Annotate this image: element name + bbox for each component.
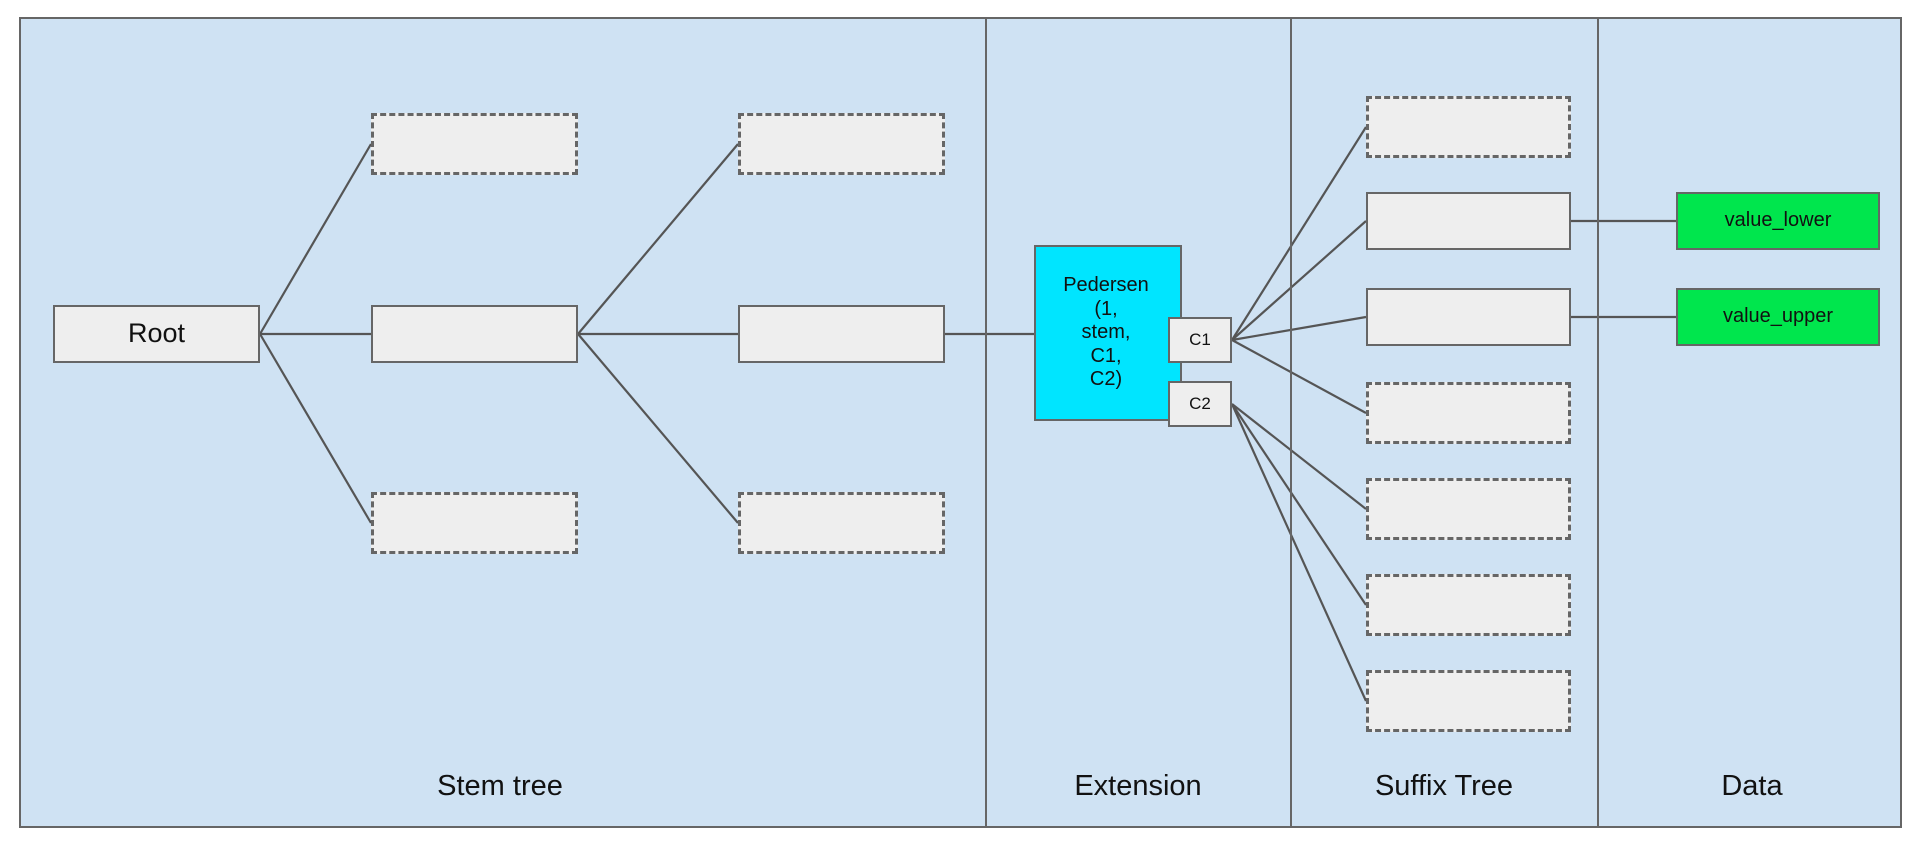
node-root-label: Root [127, 318, 186, 349]
node-data-value-lower-label: value_lower [1724, 209, 1832, 232]
node-stem-l1-middle[interactable] [371, 305, 578, 363]
node-suffix-6[interactable] [1366, 670, 1571, 732]
node-stem-l2-bottom[interactable] [738, 492, 945, 554]
node-stem-l1-top[interactable] [371, 113, 578, 175]
node-data-value-upper-label: value_upper [1722, 305, 1834, 328]
panel-label-suffix: Suffix Tree [1374, 770, 1514, 802]
node-chunk-c2[interactable]: C2 [1168, 381, 1232, 427]
node-suffix-0[interactable] [1366, 96, 1571, 158]
diagram-frame [19, 17, 1902, 828]
panel-label-data: Data [1721, 770, 1783, 802]
node-suffix-2[interactable] [1366, 288, 1571, 346]
divider-stem-extension [985, 19, 987, 826]
panel-label-extension: Extension [1074, 770, 1202, 802]
divider-extension-suffix [1290, 19, 1292, 826]
node-suffix-1[interactable] [1366, 192, 1571, 250]
node-pedersen-commitment[interactable]: Pedersen (1, stem, C1, C2) [1034, 245, 1182, 421]
node-chunk-c1-label: C1 [1189, 329, 1211, 349]
node-chunk-c2-label: C2 [1189, 393, 1211, 413]
node-root[interactable]: Root [53, 305, 260, 363]
node-stem-l1-bottom[interactable] [371, 492, 578, 554]
panel-label-stem: Stem tree [437, 770, 563, 802]
node-suffix-5[interactable] [1366, 574, 1571, 636]
node-stem-l2-top[interactable] [738, 113, 945, 175]
divider-suffix-data [1597, 19, 1599, 826]
node-chunk-c1[interactable]: C1 [1168, 317, 1232, 363]
node-data-value-lower[interactable]: value_lower [1676, 192, 1880, 250]
node-data-value-upper[interactable]: value_upper [1676, 288, 1880, 346]
node-suffix-3[interactable] [1366, 382, 1571, 444]
node-suffix-4[interactable] [1366, 478, 1571, 540]
node-stem-l2-middle[interactable] [738, 305, 945, 363]
node-pedersen-commitment-label: Pedersen (1, stem, C1, C2) [1063, 274, 1149, 391]
